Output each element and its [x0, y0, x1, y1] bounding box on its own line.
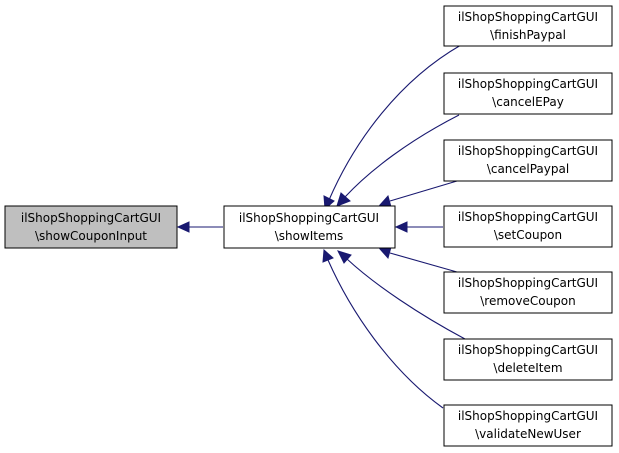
- node-remove-coupon[interactable]: ilShopShoppingCartGUI \removeCoupon: [443, 271, 613, 314]
- node-cancel-paypal[interactable]: ilShopShoppingCartGUI \cancelPaypal: [443, 139, 613, 182]
- node-remove-coupon-class: ilShopShoppingCartGUI: [458, 276, 598, 290]
- edge-validatenewuser-to-showitems: [322, 248, 444, 409]
- node-show-items[interactable]: ilShopShoppingCartGUI \showItems: [223, 205, 396, 249]
- node-validate-new-user-class: ilShopShoppingCartGUI: [458, 409, 598, 423]
- node-cancel-epay-method: \cancelEPay: [492, 95, 564, 109]
- node-set-coupon[interactable]: ilShopShoppingCartGUI \setCoupon: [443, 205, 613, 248]
- node-finish-paypal[interactable]: ilShopShoppingCartGUI \finishPaypal: [443, 5, 613, 47]
- edge-setcoupon-to-showitems: [394, 221, 443, 233]
- node-show-items-class: ilShopShoppingCartGUI: [239, 211, 379, 225]
- edge-showitems-to-showcouponinput: [176, 221, 223, 233]
- node-cancel-paypal-method: \cancelPaypal: [487, 162, 569, 176]
- node-cancel-epay[interactable]: ilShopShoppingCartGUI \cancelEPay: [443, 72, 613, 115]
- edge-deleteitem-to-showitems: [337, 250, 466, 340]
- edges: [176, 44, 466, 409]
- node-show-coupon-input-method: \showCouponInput: [35, 229, 147, 243]
- edge-cancelepay-to-showitems: [336, 114, 460, 207]
- node-finish-paypal-class: ilShopShoppingCartGUI: [458, 10, 598, 24]
- edge-finishpaypal-to-showitems: [323, 44, 462, 211]
- edge-cancelpaypal-to-showitems: [379, 180, 458, 208]
- node-finish-paypal-method: \finishPaypal: [490, 28, 566, 42]
- node-set-coupon-method: \setCoupon: [494, 228, 562, 242]
- node-show-coupon-input-class: ilShopShoppingCartGUI: [21, 211, 161, 225]
- node-show-items-method: \showItems: [275, 229, 344, 243]
- node-delete-item-class: ilShopShoppingCartGUI: [458, 343, 598, 357]
- node-validate-new-user[interactable]: ilShopShoppingCartGUI \validateNewUser: [443, 404, 613, 447]
- node-validate-new-user-method: \validateNewUser: [475, 427, 581, 441]
- node-delete-item[interactable]: ilShopShoppingCartGUI \deleteItem: [443, 338, 613, 381]
- node-remove-coupon-method: \removeCoupon: [480, 294, 576, 308]
- node-show-coupon-input[interactable]: ilShopShoppingCartGUI \showCouponInput: [4, 205, 178, 249]
- node-cancel-epay-class: ilShopShoppingCartGUI: [458, 77, 598, 91]
- node-cancel-paypal-class: ilShopShoppingCartGUI: [458, 144, 598, 158]
- node-set-coupon-class: ilShopShoppingCartGUI: [458, 210, 598, 224]
- node-delete-item-method: \deleteItem: [493, 361, 562, 375]
- edge-removecoupon-to-showitems: [379, 246, 458, 273]
